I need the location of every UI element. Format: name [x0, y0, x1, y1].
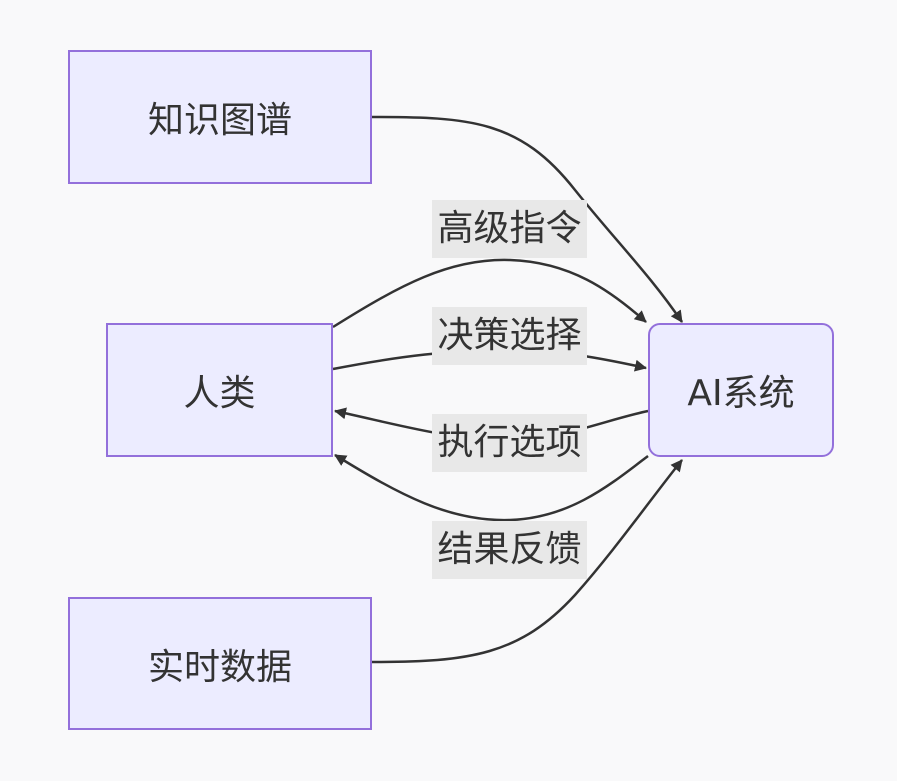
edge-label-high-level-command: 高级指令	[432, 200, 587, 258]
edge-ai-to-human-feedback	[334, 453, 649, 522]
edge-label-decision-choice: 决策选择	[432, 307, 587, 365]
node-human[interactable]: 人类	[106, 323, 333, 457]
node-realtime-data-label: 实时数据	[147, 646, 292, 688]
edge-label-result-feedback: 结果反馈	[432, 521, 587, 579]
edge-knowledge-graph-to-ai	[371, 115, 684, 323]
node-human-label: 人类	[183, 373, 256, 414]
node-ai-system[interactable]: AI系统	[648, 323, 834, 457]
node-ai-system-label: AI系统	[687, 373, 795, 414]
node-knowledge-graph-label: 知识图谱	[147, 100, 292, 141]
edge-human-to-ai-high-level-command	[332, 258, 647, 329]
node-knowledge-graph[interactable]: 知识图谱	[68, 50, 372, 184]
edge-realtime-data-to-ai	[371, 459, 683, 664]
node-realtime-data[interactable]: 实时数据	[68, 597, 372, 730]
edge-label-execution-options: 执行选项	[432, 414, 587, 472]
